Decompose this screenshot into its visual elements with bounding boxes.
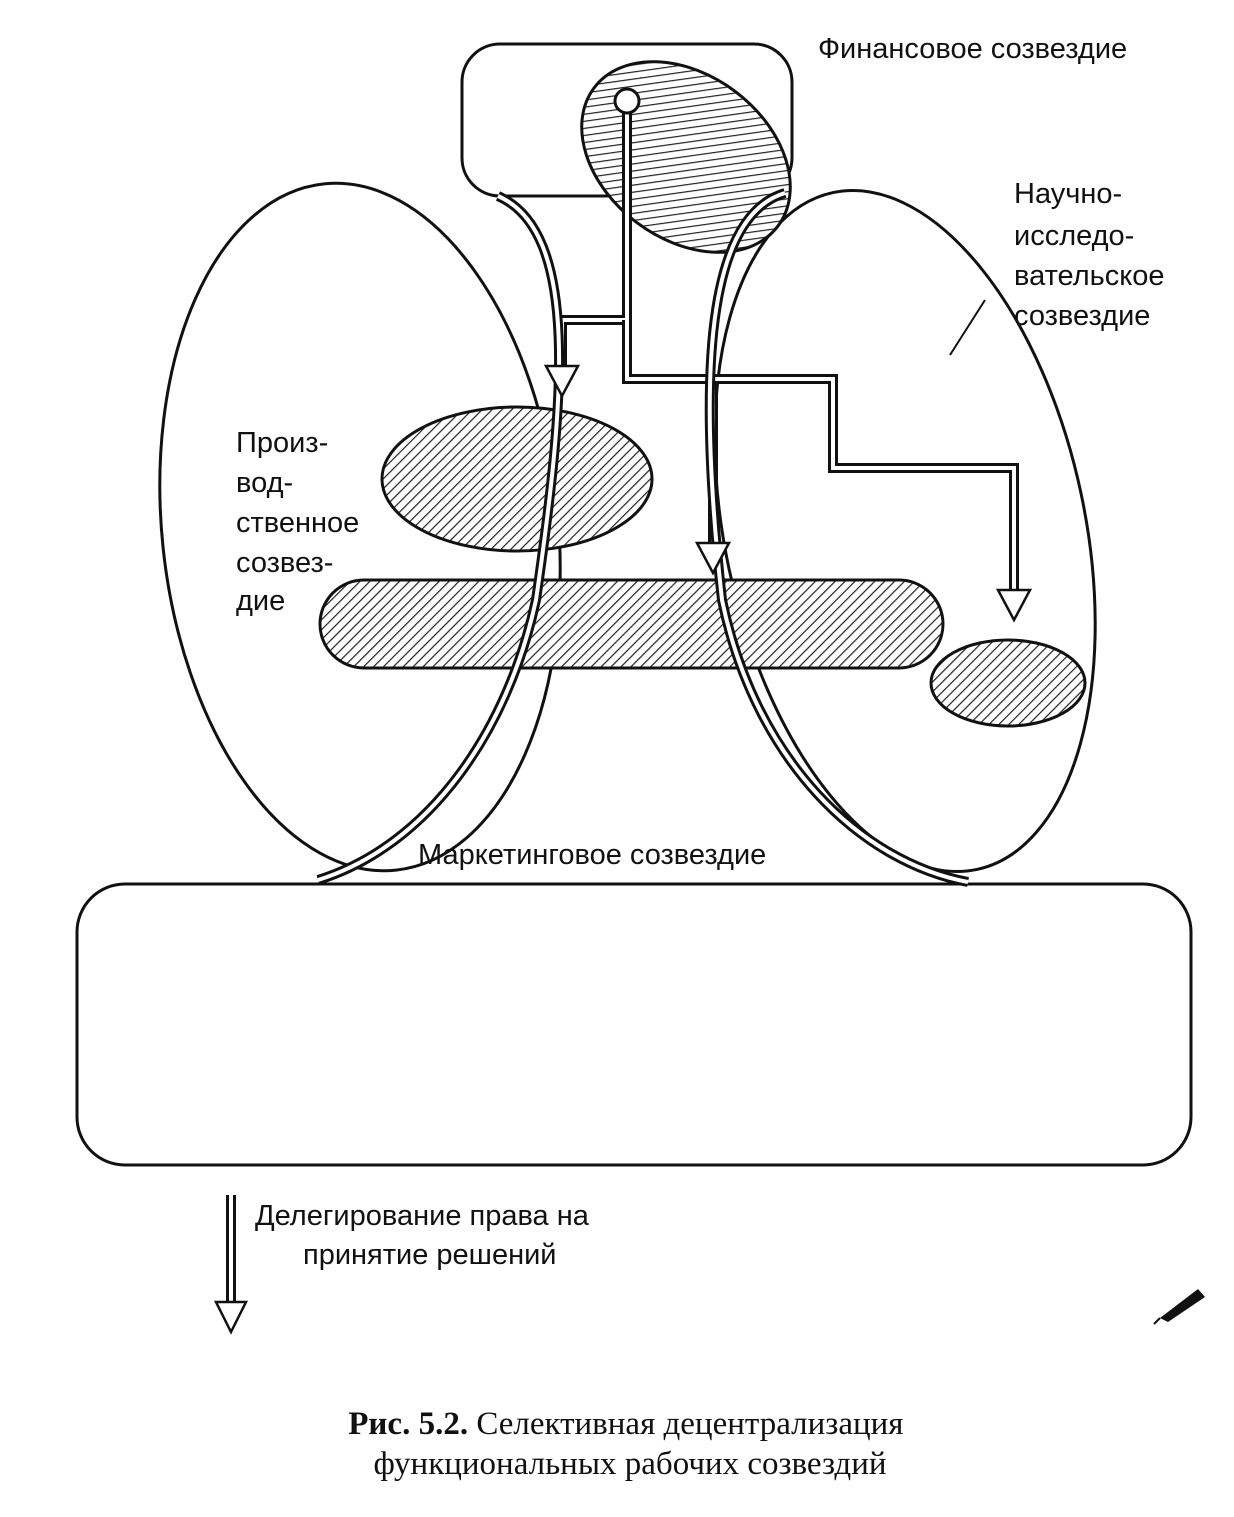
label-financial-constellation: Финансовое созвездие [818, 33, 1127, 65]
figure-number: Рис. 5.2. [348, 1406, 476, 1442]
caption-line1: Селективная децентрализация [476, 1406, 903, 1442]
marketing-constellation-box [75, 882, 1193, 1167]
legend-delegation-label: Делегирование права на принятие решений [255, 1200, 597, 1271]
arrowhead-research [995, 588, 1033, 623]
research-unit-blob [929, 638, 1087, 728]
arrowhead-production [543, 364, 581, 399]
constellation-channels [316, 188, 969, 887]
financial-channels [557, 87, 1019, 592]
pencil-mark-icon [1153, 1289, 1205, 1325]
legend-delegation-arrow [213, 1195, 249, 1335]
label-marketing-constellation: Маркетинговое созвездие [418, 839, 766, 871]
research-constellation-outline [713, 188, 1097, 874]
figure-caption: Рис. 5.2. Селективная децентрализация фу… [348, 1406, 911, 1482]
production-unit-blob [380, 405, 654, 553]
financial-unit-blob [580, 60, 792, 254]
label-research-constellation: Научно- исследо- вательское созвездие [1014, 178, 1173, 332]
caption-line2: функциональных рабочих созвездий [373, 1446, 886, 1482]
label-production-constellation: Произ- вод- ственное созвез- дие [236, 427, 367, 617]
research-label-pointer [949, 299, 986, 356]
arrowhead-marketing [694, 541, 732, 576]
marketing-unit-bar [318, 578, 945, 670]
